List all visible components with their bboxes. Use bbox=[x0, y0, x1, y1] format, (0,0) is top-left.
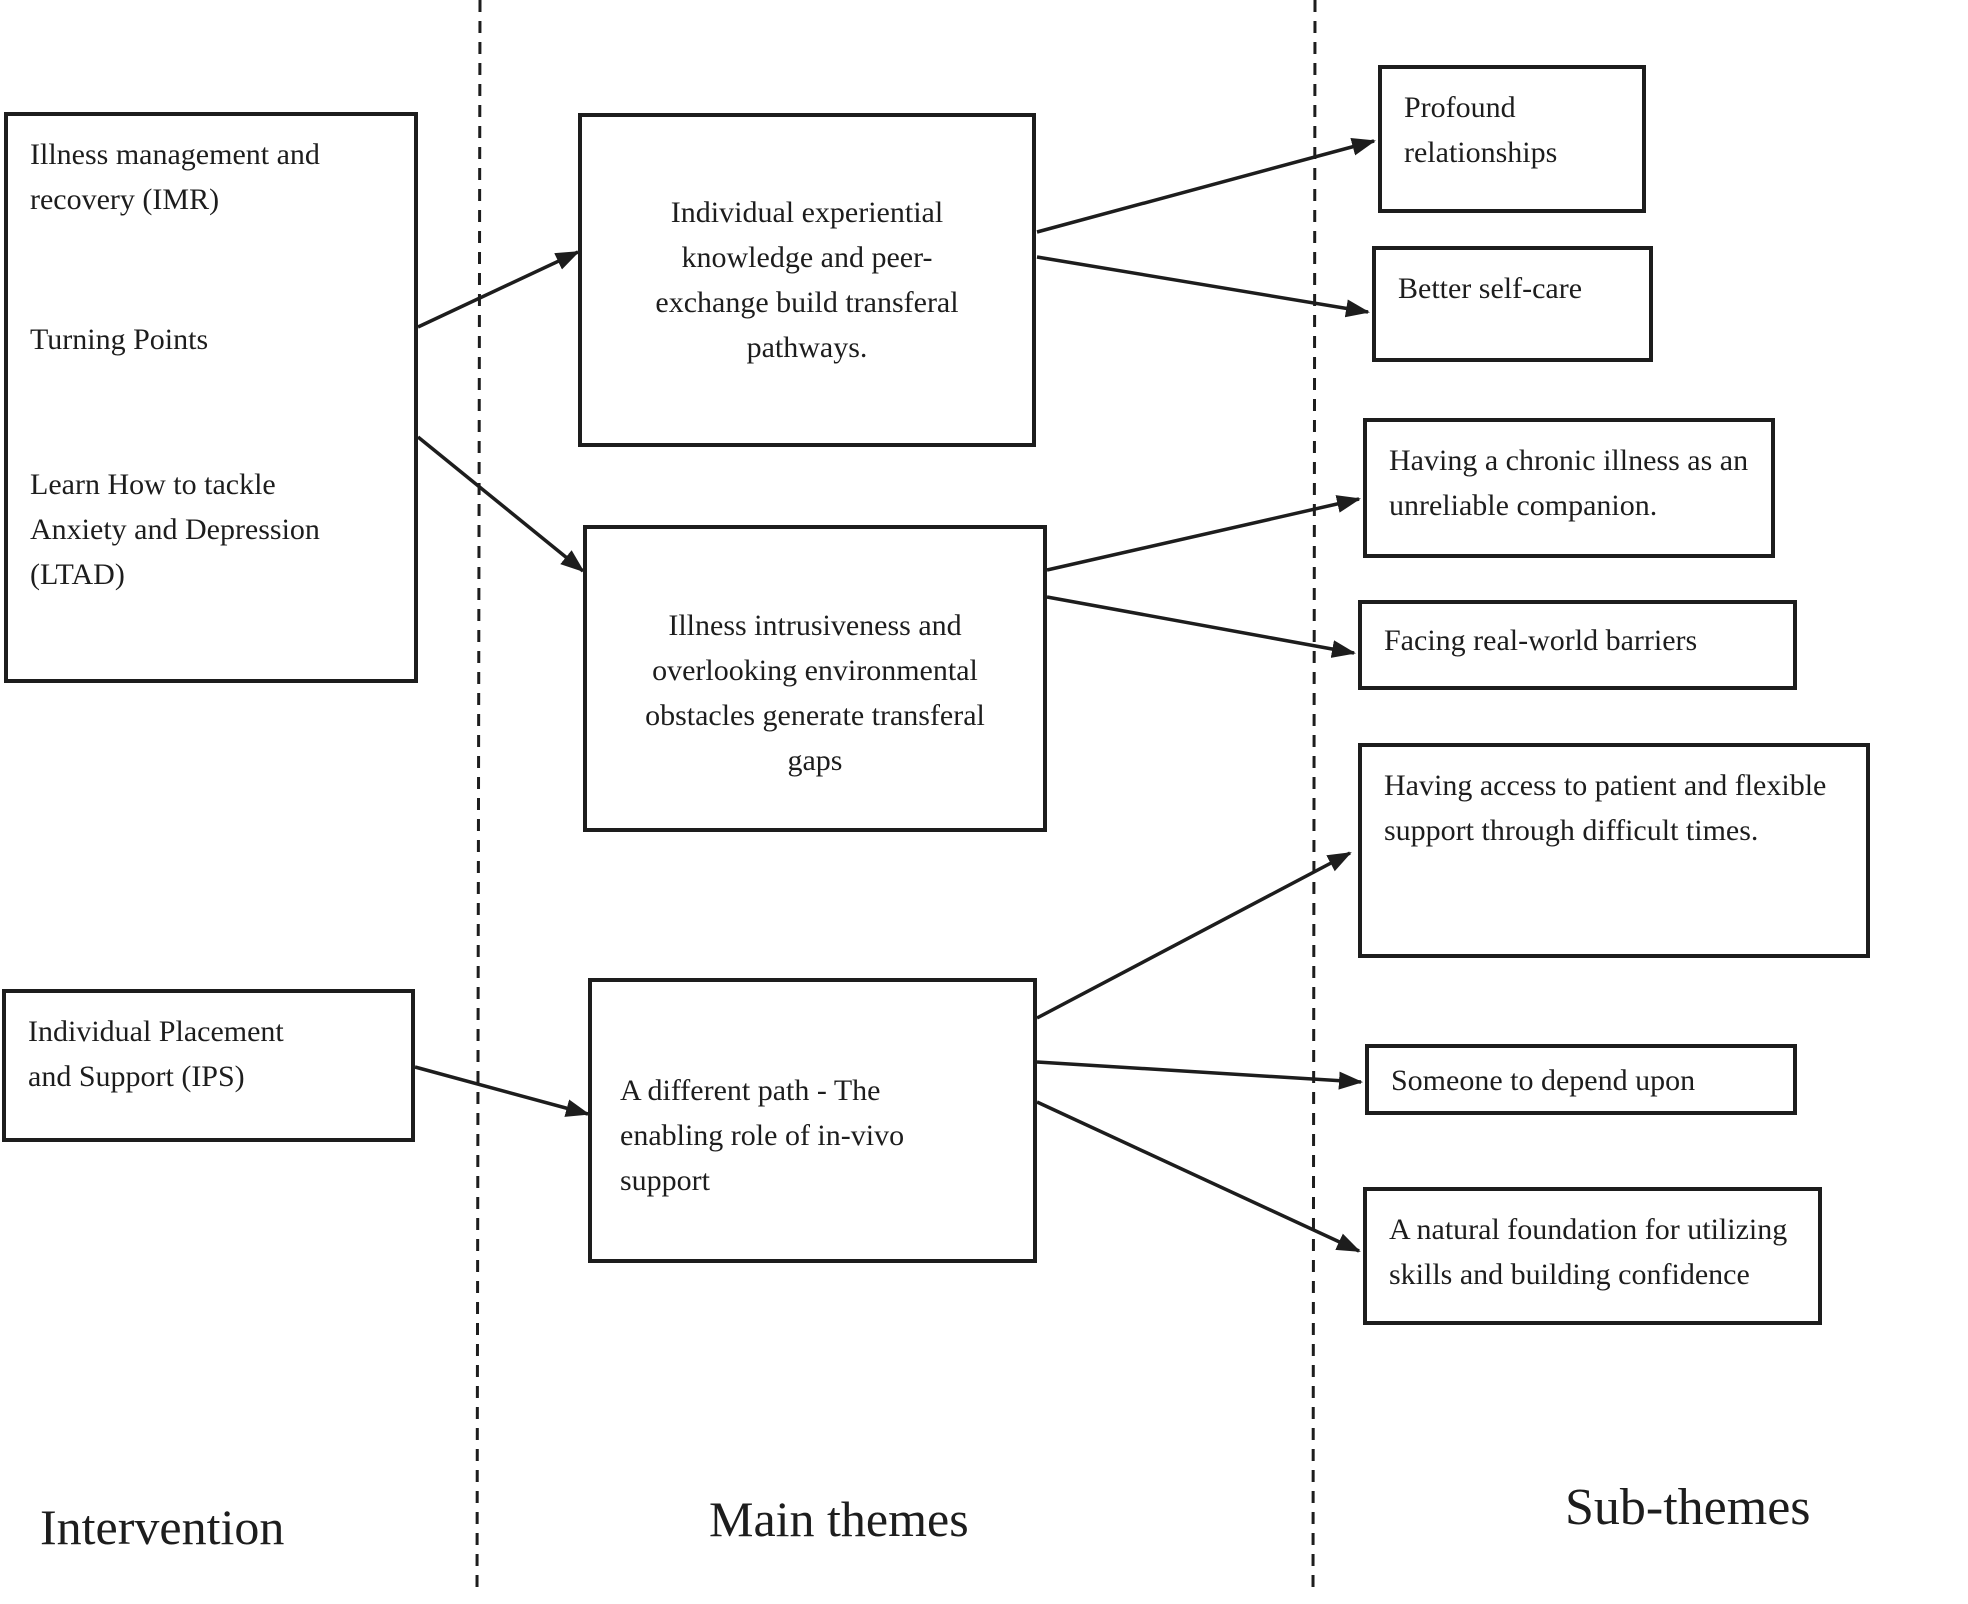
sub-theme-chronic-illness-companion-text: Having a chronic illness as an unreliabl… bbox=[1389, 444, 1749, 522]
intervention-item-ips: Individual Placement and Support (IPS) bbox=[28, 1015, 284, 1093]
arrow-interventions-to-theme2 bbox=[416, 435, 585, 573]
main-themes-column-label: Main themes bbox=[709, 1491, 969, 1547]
main-theme-1-box: Individual experiential knowledge and pe… bbox=[578, 113, 1036, 447]
arrow-theme3-to-someone-to-depend bbox=[1036, 1060, 1363, 1090]
divider-mainthemes-subthemes bbox=[1311, 0, 1317, 1597]
main-theme-2-box: Illness intrusiveness and overlooking en… bbox=[583, 525, 1047, 832]
divider-intervention-mainthemes bbox=[475, 0, 482, 1597]
intervention-group-box: Illness management and recovery (IMR) Tu… bbox=[4, 112, 418, 683]
intervention-item-imr: Illness management and recovery (IMR) bbox=[30, 138, 320, 216]
sub-theme-real-world-barriers-box: Facing real-world barriers bbox=[1358, 600, 1797, 690]
arrow-ips-to-theme3 bbox=[414, 1065, 590, 1117]
arrow-theme3-to-patient-flexible-support bbox=[1036, 851, 1352, 1020]
arrow-theme2-to-real-world-barriers bbox=[1046, 595, 1356, 658]
sub-theme-patient-flexible-support-box: Having access to patient and flexible su… bbox=[1358, 743, 1870, 958]
intervention-item-turning-points: Turning Points bbox=[30, 323, 209, 356]
sub-theme-natural-foundation-box: A natural foundation for utilizing skill… bbox=[1363, 1187, 1822, 1325]
sub-theme-better-self-care-text: Better self-care bbox=[1398, 272, 1583, 305]
arrow-theme2-to-chronic-illness bbox=[1046, 495, 1361, 572]
arrow-theme3-to-natural-foundation bbox=[1036, 1100, 1361, 1253]
sub-themes-column-label: Sub-themes bbox=[1565, 1479, 1811, 1536]
sub-theme-real-world-barriers-text: Facing real-world barriers bbox=[1384, 624, 1698, 657]
sub-theme-better-self-care-box: Better self-care bbox=[1372, 246, 1653, 362]
intervention-column-label: Intervention bbox=[40, 1499, 285, 1555]
sub-theme-natural-foundation-text: A natural foundation for utilizing skill… bbox=[1389, 1213, 1788, 1291]
sub-theme-profound-relationships-text: Profound relationships bbox=[1404, 91, 1558, 169]
arrow-theme1-to-better-self-care bbox=[1036, 255, 1370, 318]
main-theme-3-text: A different path - The enabling role of … bbox=[620, 1074, 905, 1197]
intervention-item-ltad: Learn How to tackle Anxiety and Depressi… bbox=[30, 468, 320, 591]
sub-theme-chronic-illness-companion-box: Having a chronic illness as an unreliabl… bbox=[1363, 418, 1775, 558]
sub-theme-someone-to-depend-upon-box: Someone to depend upon bbox=[1365, 1044, 1797, 1115]
sub-theme-profound-relationships-box: Profound relationships bbox=[1378, 65, 1646, 213]
main-theme-3-box: A different path - The enabling role of … bbox=[588, 978, 1037, 1263]
arrow-theme1-to-profound-relationships bbox=[1036, 138, 1376, 234]
main-theme-1-text: Individual experiential knowledge and pe… bbox=[655, 196, 959, 364]
intervention-ips-box: Individual Placement and Support (IPS) bbox=[2, 989, 415, 1142]
main-theme-2-text: Illness intrusiveness and overlooking en… bbox=[645, 608, 985, 777]
sub-theme-someone-to-depend-upon-text: Someone to depend upon bbox=[1391, 1064, 1696, 1097]
sub-theme-patient-flexible-support-text: Having access to patient and flexible su… bbox=[1384, 769, 1827, 847]
arrow-interventions-to-theme1 bbox=[417, 250, 580, 329]
